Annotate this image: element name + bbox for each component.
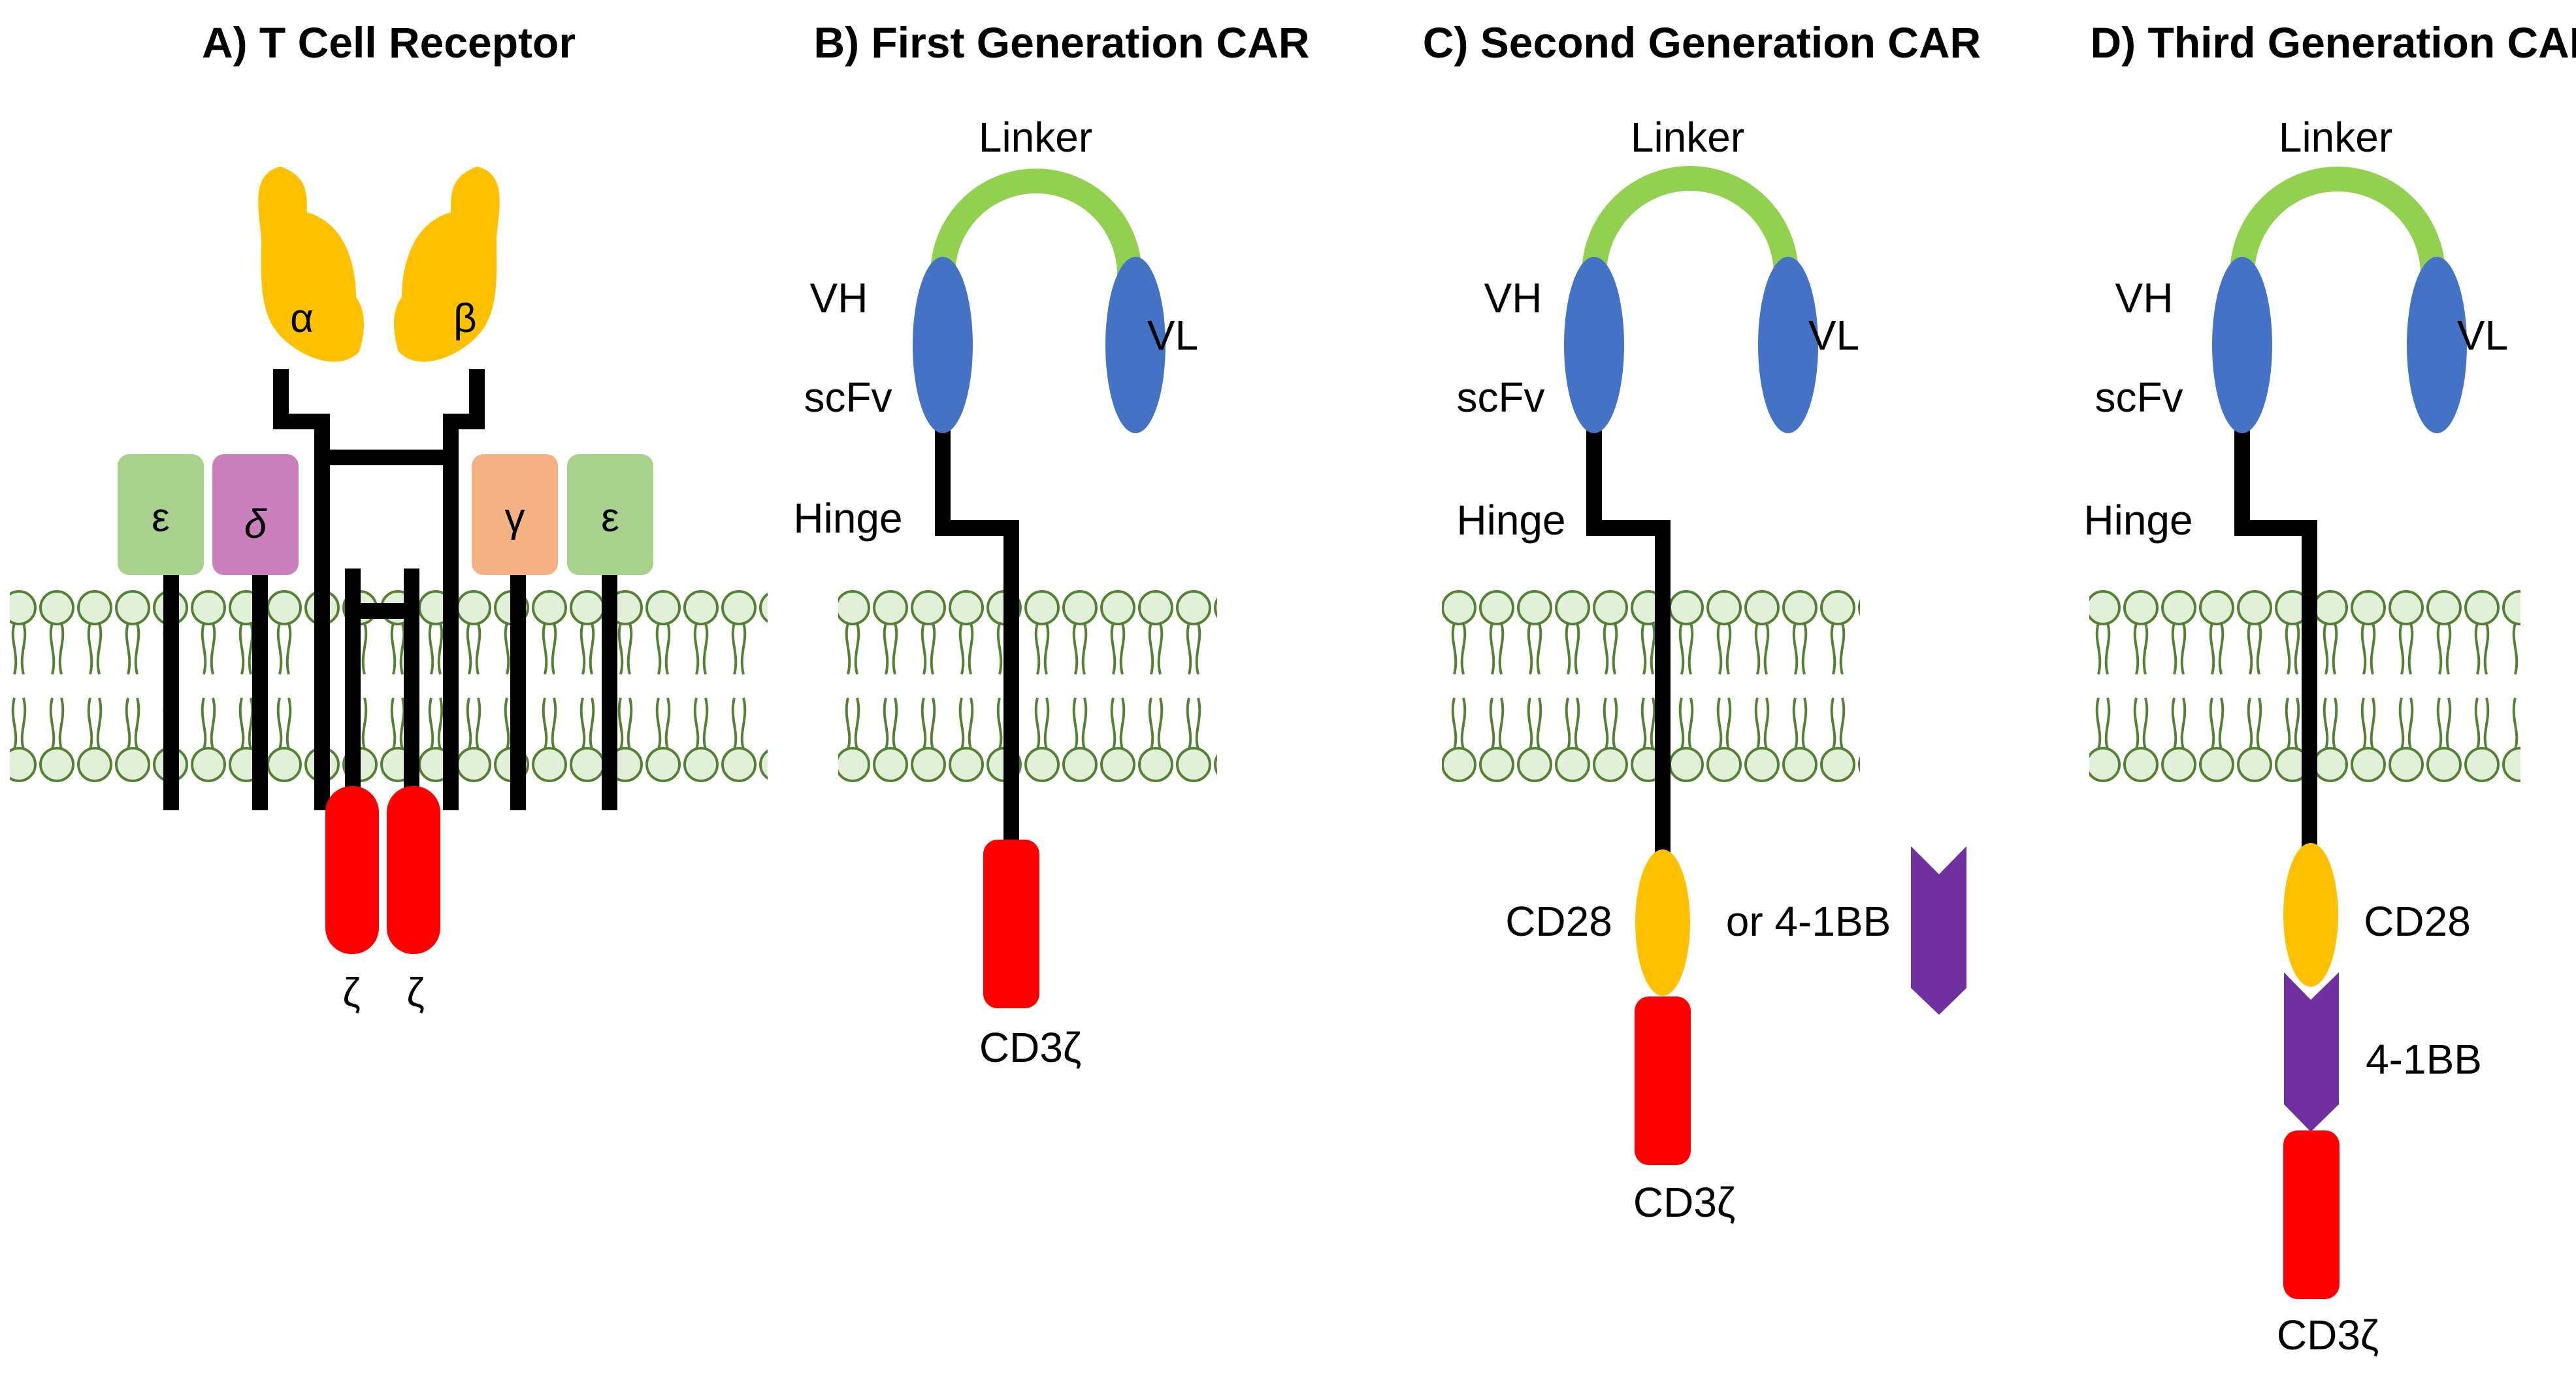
alpha-label: α: [290, 296, 314, 341]
linker-arc-b: [930, 169, 1142, 275]
panel-b-first-gen-car: Linker VH VL scFv Hinge CD3ζ: [793, 114, 1217, 1071]
epsilon-left-box: [118, 454, 204, 575]
vh-label-c: VH: [1484, 274, 1542, 321]
linker-label-d: Linker: [2279, 114, 2392, 161]
panel-c-second-gen-car: Linker VH VL scFv Hinge CD28 or 4-1BB CD…: [1442, 114, 1966, 1226]
stalk-c: [1586, 392, 1671, 863]
membrane-b: [838, 587, 1217, 783]
vl-label-d: VL: [2457, 312, 2508, 359]
panel-c-title: C) Second Generation CAR: [1423, 18, 1981, 67]
cd3z-domain-b: [983, 840, 1039, 1008]
linker-label-b: Linker: [979, 114, 1092, 161]
cd28-label-c: CD28: [1505, 898, 1612, 945]
membrane-a: [10, 587, 768, 783]
vh-domain-b: [913, 257, 973, 433]
stalk-b: [935, 392, 1019, 856]
zeta-right-domain: [387, 786, 440, 954]
cd3z-domain-c: [1635, 997, 1691, 1165]
hinge-label-d: Hinge: [2083, 497, 2193, 544]
zeta-left-domain: [325, 786, 379, 954]
vl-domain-d: [2407, 257, 2467, 433]
vl-domain-b: [1105, 257, 1166, 433]
beta-domain: [394, 167, 500, 362]
vl-domain-c: [1758, 257, 1818, 433]
linker-label-c: Linker: [1631, 114, 1744, 161]
cd28-domain-c: [1635, 849, 1690, 996]
alpha-domain: [258, 167, 364, 362]
epsilon-left-label: ε: [152, 495, 170, 540]
cd3z-label-d: CD3ζ: [2277, 1311, 2379, 1359]
bb41-domain-c: [1911, 846, 1966, 1015]
zeta-right-label: ζ: [406, 970, 424, 1015]
or-41bb-label-c: or 4-1BB: [1726, 898, 1891, 945]
epsilon-right-label: ε: [601, 495, 619, 540]
beta-label: β: [453, 296, 477, 341]
cd28-domain-d: [2283, 843, 2338, 987]
panel-b-title: B) First Generation CAR: [813, 18, 1309, 67]
cd28-label-d: CD28: [2364, 898, 2471, 945]
gamma-box: [472, 454, 558, 575]
scfv-label-b: scFv: [804, 374, 892, 421]
delta-box: [212, 454, 299, 575]
panel-a-title: A) T Cell Receptor: [202, 18, 576, 67]
vl-label-c: VL: [1808, 312, 1859, 359]
scfv-label-c: scFv: [1456, 374, 1544, 421]
beta-chain-stalk: [443, 369, 485, 810]
linker-arc-d: [2230, 167, 2445, 275]
hinge-label-b: Hinge: [793, 495, 902, 542]
vh-label-b: VH: [810, 274, 868, 321]
panel-a-tcr: α β ε δ γ ε ζ ζ: [10, 167, 768, 1015]
scfv-label-d: scFv: [2095, 374, 2183, 421]
alpha-chain-stalk: [273, 369, 330, 810]
vh-domain-d: [2212, 257, 2272, 433]
panel-d-title: D) Third Generation CAR: [2090, 18, 2576, 67]
delta-label: δ: [244, 502, 267, 547]
cd3z-label-b: CD3ζ: [979, 1024, 1081, 1071]
hinge-label-c: Hinge: [1456, 497, 1565, 544]
bb41-label-d: 4-1BB: [2366, 1036, 2482, 1083]
membrane-c: [1442, 587, 1860, 783]
panel-d-third-gen-car: Linker VH VL scFv Hinge CD28 4-1BB CD3ζ: [2083, 114, 2520, 1359]
linker-arc-c: [1582, 166, 1799, 275]
gamma-label: γ: [505, 495, 525, 540]
vh-label-d: VH: [2115, 274, 2174, 321]
cd3z-domain-d: [2283, 1130, 2340, 1299]
zeta-left-label: ζ: [342, 970, 360, 1015]
vh-domain-c: [1564, 257, 1624, 433]
bb41-domain-d: [2284, 972, 2339, 1132]
cd3z-label-c: CD3ζ: [1633, 1179, 1735, 1226]
stalk-d: [2234, 392, 2317, 853]
epsilon-right-box: [567, 454, 653, 575]
vl-label-b: VL: [1147, 312, 1198, 359]
